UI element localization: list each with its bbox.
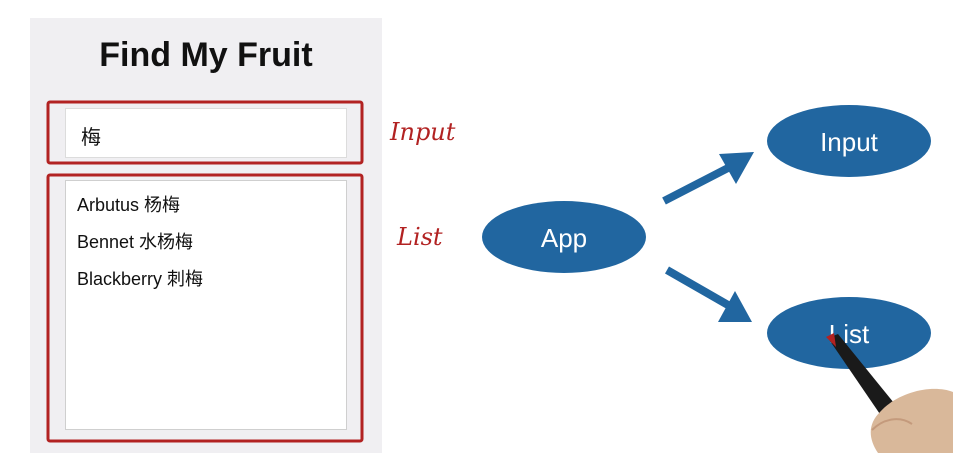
node-list <box>767 297 931 369</box>
node-input-label: Input <box>820 127 879 157</box>
presenter-hand-with-marker <box>826 333 953 453</box>
search-input-value: 梅 <box>81 125 101 149</box>
input-annotation-label: Input <box>390 118 456 146</box>
search-input[interactable]: 梅 <box>65 108 347 158</box>
node-app <box>482 201 646 273</box>
list-outline <box>46 173 364 443</box>
node-input <box>767 105 931 177</box>
input-outline <box>46 100 364 165</box>
arrow-app-to-list <box>665 266 752 322</box>
app-title: Find My Fruit <box>99 36 313 74</box>
list-item[interactable]: Arbutus 杨梅 <box>77 195 181 215</box>
node-app-label: App <box>541 223 587 253</box>
list-item[interactable]: Bennet 水杨梅 <box>77 232 194 252</box>
fruit-list[interactable]: Arbutus 杨梅 Bennet 水杨梅 Blackberry 刺梅 <box>65 180 347 430</box>
arrow-app-to-input <box>662 152 754 205</box>
list-annotation-label: List <box>397 223 443 251</box>
list-item[interactable]: Blackberry 刺梅 <box>77 269 204 289</box>
